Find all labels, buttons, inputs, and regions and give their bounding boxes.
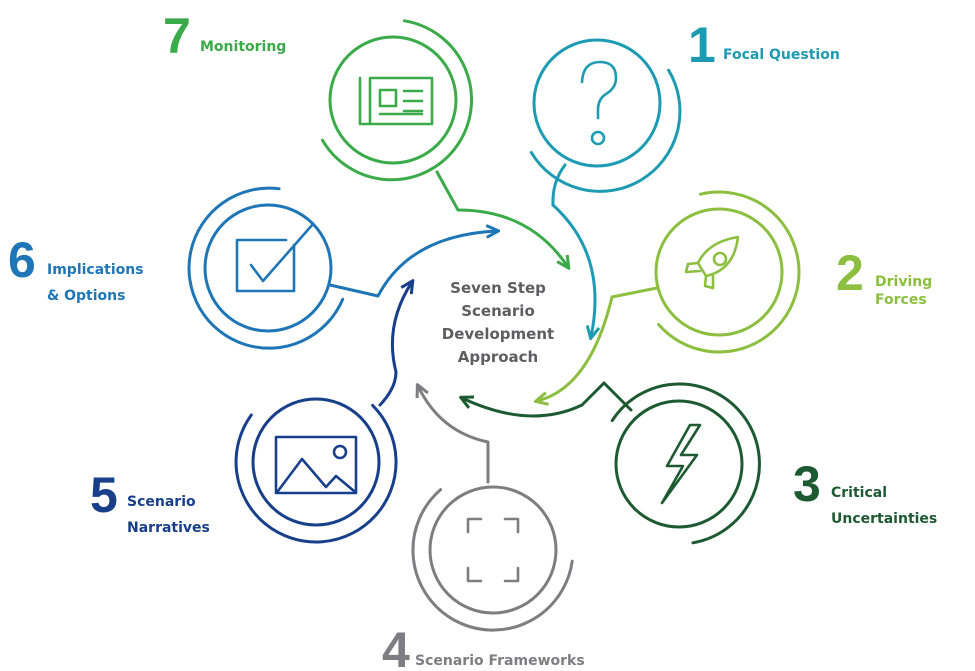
step-4-number: 4 xyxy=(382,622,410,671)
step-4-label: 4 Scenario Frameworks xyxy=(382,622,585,671)
newspaper-icon xyxy=(358,76,434,126)
step-2-node xyxy=(537,190,801,401)
step-1-number: 1 xyxy=(688,17,716,73)
frame-corners-icon xyxy=(466,517,520,583)
step-1-label: 1 Focal Question xyxy=(688,17,840,73)
step-3-node xyxy=(462,381,761,545)
step-1-connector-arrow xyxy=(551,203,595,337)
step-3-connector-arrow xyxy=(462,381,633,418)
center-title-line-2: Scenario xyxy=(461,302,535,320)
step-4-outer-ring xyxy=(411,488,574,632)
step-4-inner-ring xyxy=(428,485,558,615)
step-4-node xyxy=(411,386,574,632)
step-5-inner-ring xyxy=(251,397,381,527)
step-6-number: 6 xyxy=(8,232,36,288)
rocket-icon xyxy=(684,235,740,290)
step-2-title-line-2: Forces xyxy=(875,292,927,308)
step-7-outer-ring xyxy=(321,19,473,182)
step-5-title-line-1: Scenario xyxy=(127,494,196,510)
center-title: Seven Step Scenario Development Approach xyxy=(442,279,554,366)
step-6-connector-arrow xyxy=(328,231,497,298)
step-7-node xyxy=(321,19,569,267)
step-7-connector-arrow xyxy=(435,170,568,267)
center-title-line-4: Approach xyxy=(458,348,538,366)
step-3-title-line-1: Critical xyxy=(831,485,887,501)
step-3-label: 3 Critical Uncertainties xyxy=(793,456,937,527)
step-2-inner-ring xyxy=(654,207,784,337)
step-1-node xyxy=(529,38,682,337)
step-5-outer-ring xyxy=(234,403,398,544)
step-7-title: Monitoring xyxy=(200,39,286,55)
step-1-title: Focal Question xyxy=(723,47,840,63)
step-5-node xyxy=(234,282,412,544)
step-3-inner-ring xyxy=(614,399,744,529)
landscape-image-icon xyxy=(274,435,358,495)
step-7-label: 7 Monitoring xyxy=(163,8,286,64)
step-4-title: Scenario Frameworks xyxy=(415,653,585,669)
lightning-bolt-icon xyxy=(660,423,702,505)
step-3-number: 3 xyxy=(793,456,821,512)
step-2-title-line-1: Driving xyxy=(875,274,932,290)
checkbox-icon xyxy=(235,222,315,293)
step-6-inner-ring xyxy=(203,203,333,333)
step-6-title-line-1: Implications xyxy=(47,262,144,278)
center-title-line-1: Seven Step xyxy=(450,279,546,297)
step-1-inner-ring xyxy=(532,38,662,168)
step-5-title-line-2: Narratives xyxy=(127,520,210,536)
center-title-line-3: Development xyxy=(442,325,554,343)
step-7-number: 7 xyxy=(163,8,191,64)
step-6-title-line-2: & Options xyxy=(47,288,125,304)
step-2-label: 2 Driving Forces xyxy=(836,245,932,308)
step-6-node xyxy=(187,186,497,350)
step-2-outer-ring xyxy=(657,190,801,354)
step-2-number: 2 xyxy=(836,245,864,301)
step-5-label: 5 Scenario Narratives xyxy=(90,467,210,536)
step-1-tail xyxy=(551,163,567,207)
step-5-connector-arrow xyxy=(378,282,412,407)
question-mark-icon xyxy=(580,60,618,146)
step-3-title-line-2: Uncertainties xyxy=(831,511,937,527)
step-2-connector-arrow xyxy=(537,286,659,401)
step-6-label: 6 Implications & Options xyxy=(8,232,144,304)
step-3-outer-ring xyxy=(610,382,761,545)
step-6-outer-ring xyxy=(187,186,345,350)
step-4-connector-arrow xyxy=(418,386,490,484)
step-5-number: 5 xyxy=(90,467,118,523)
step-7-inner-ring xyxy=(328,35,458,165)
